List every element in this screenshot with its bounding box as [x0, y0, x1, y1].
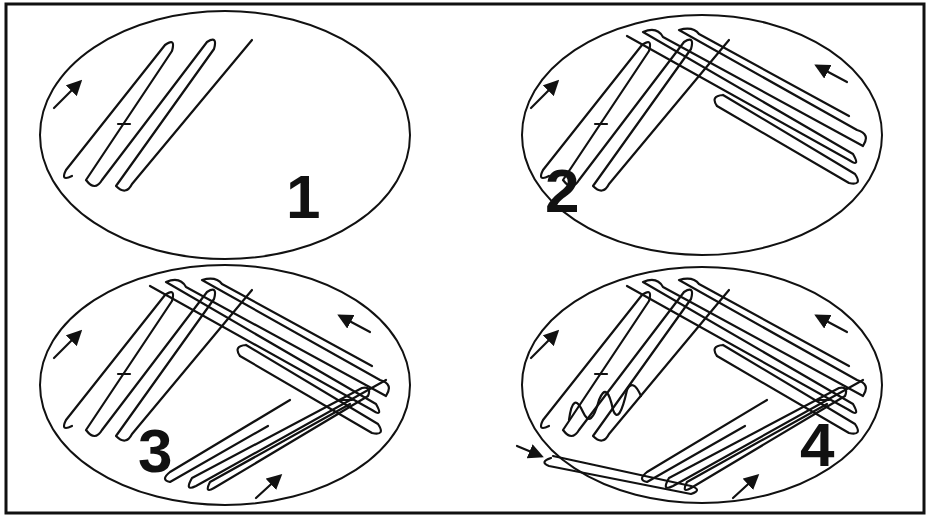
callout-number: 1 — [286, 166, 320, 228]
callout-number: 3 — [138, 420, 172, 482]
callout-number: 2 — [545, 160, 579, 222]
callout-number: 4 — [800, 414, 834, 476]
